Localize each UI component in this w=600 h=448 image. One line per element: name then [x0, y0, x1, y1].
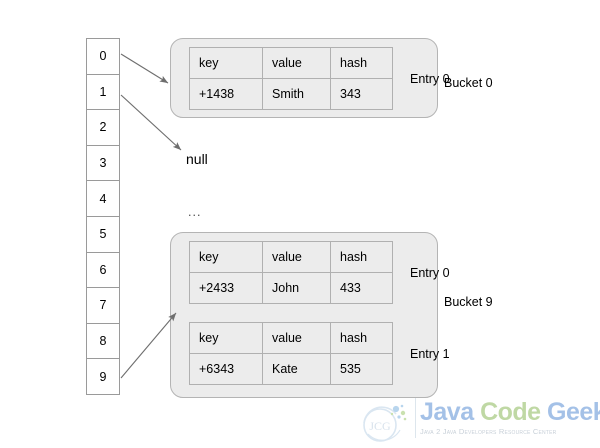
value-cell-key: +6343	[189, 353, 263, 385]
slot-cell-2[interactable]: 2	[87, 110, 119, 146]
slot-index-label: 6	[99, 262, 107, 277]
slot-index-label: 5	[99, 227, 107, 242]
slot-cell-5[interactable]: 5	[87, 216, 119, 253]
slot-cell-4[interactable]: 4	[87, 181, 119, 217]
header-cell-value: value	[262, 322, 331, 354]
value-cell-hash: 535	[330, 353, 393, 385]
entry-table: key value hash +2433 John 433	[189, 241, 393, 304]
entry-caption: Entry 0	[410, 265, 450, 280]
value-cell-value: John	[262, 272, 331, 304]
watermark-word-geeks: Geeks	[547, 398, 600, 426]
slot-index-label: 9	[99, 369, 107, 384]
header-cell-hash: hash	[330, 47, 393, 79]
java-code-geeks-watermark: JCG Java Code Geeks Java 2 Java Develope…	[352, 396, 600, 446]
slot-index-label: 8	[99, 334, 107, 349]
header-cell-key: key	[189, 322, 263, 354]
entry-block: key value hash +2433 John 433 Entry 0	[189, 241, 450, 304]
bucket-0-label: Bucket 0	[444, 76, 493, 90]
slot-cell-0[interactable]: 0	[87, 39, 119, 75]
slot-cell-9[interactable]: 9	[87, 359, 119, 395]
arrow-slot9-to-bucket9	[120, 312, 177, 379]
slot-index-label: 2	[99, 120, 107, 135]
header-cell-key: key	[189, 241, 263, 273]
bucket-9-label: Bucket 9	[444, 295, 493, 309]
table-row-values: +2433 John 433	[189, 272, 393, 304]
slot-index-label: 7	[99, 298, 107, 313]
slot-cell-3[interactable]: 3	[87, 145, 119, 182]
watermark-word-java: Java	[420, 398, 474, 426]
value-cell-value: Kate	[262, 353, 331, 385]
table-row-headers: key value hash	[189, 241, 393, 273]
jcg-logo-text: JCG	[369, 419, 391, 433]
value-cell-key: +2433	[189, 272, 263, 304]
watermark-tagline: Java 2 Java Developers Resource Center	[420, 427, 557, 436]
jcg-logo-icon: JCG	[363, 404, 407, 442]
header-cell-key: key	[189, 47, 263, 79]
slot-cell-1[interactable]: 1	[87, 74, 119, 111]
bucket-0-container: key value hash +1438 Smith 343 Entry 0	[170, 38, 450, 118]
watermark-title: Java Code Geeks	[420, 398, 600, 426]
slot-index-label: 1	[99, 84, 107, 99]
header-cell-hash: hash	[330, 322, 393, 354]
watermark-divider	[415, 398, 416, 438]
watermark-word-code: Code	[480, 398, 541, 426]
value-cell-key: +1438	[189, 78, 263, 110]
slot-index-label: 0	[99, 49, 107, 64]
table-row-values: +6343 Kate 535	[189, 353, 393, 385]
watermark-text: Java Code Geeks Java 2 Java Developers R…	[420, 398, 600, 436]
slot-cell-8[interactable]: 8	[87, 323, 119, 360]
entry-block: key value hash +6343 Kate 535 Entry 1	[189, 322, 450, 385]
null-label: null	[186, 151, 208, 167]
table-row-headers: key value hash	[189, 322, 393, 354]
slot-cell-6[interactable]: 6	[87, 252, 119, 289]
header-cell-hash: hash	[330, 241, 393, 273]
table-row-headers: key value hash	[189, 47, 393, 79]
value-cell-value: Smith	[262, 78, 331, 110]
entry-caption: Entry 1	[410, 346, 450, 361]
entry-table: key value hash +6343 Kate 535	[189, 322, 393, 385]
ellipsis-label: ...	[188, 205, 202, 219]
arrow-slot0-to-bucket0	[120, 53, 169, 84]
entry-table: key value hash +1438 Smith 343	[189, 47, 393, 110]
header-cell-value: value	[262, 241, 331, 273]
bucket-9-container: key value hash +2433 John 433 Entry 0 ke…	[170, 232, 450, 398]
bucket-index-column: 0 1 2 3 4 5 6 7 8 9	[86, 38, 120, 395]
value-cell-hash: 343	[330, 78, 393, 110]
header-cell-value: value	[262, 47, 331, 79]
value-cell-hash: 433	[330, 272, 393, 304]
entry-caption: Entry 0	[410, 71, 450, 86]
slot-index-label: 4	[99, 191, 107, 206]
slot-index-label: 3	[99, 156, 107, 171]
table-row-values: +1438 Smith 343	[189, 78, 393, 110]
entry-block: key value hash +1438 Smith 343 Entry 0	[189, 47, 450, 110]
slot-cell-7[interactable]: 7	[87, 288, 119, 324]
